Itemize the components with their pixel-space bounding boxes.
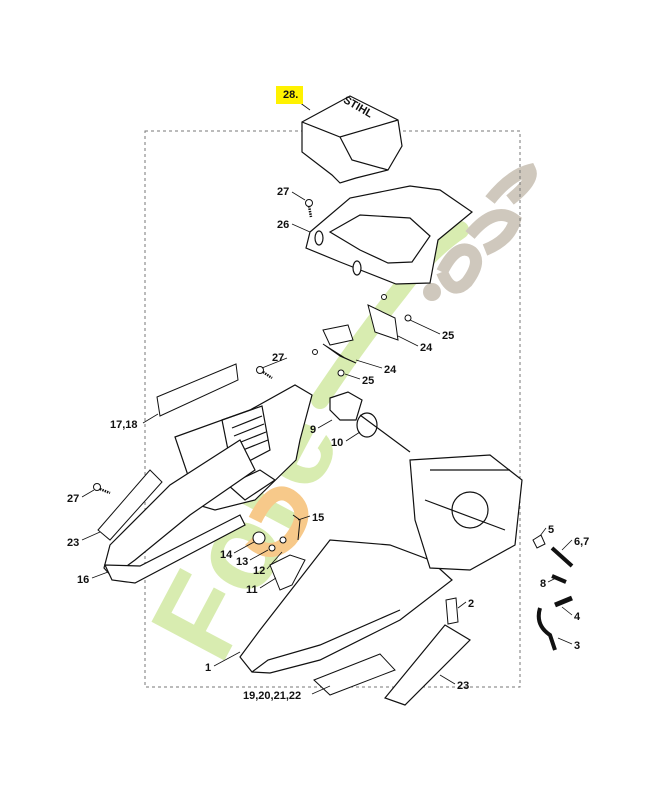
leader-lines: [81, 101, 573, 695]
part-3-8-small-parts: [532, 534, 574, 651]
callout-26[interactable]: 26: [277, 219, 290, 231]
callout-17-18[interactable]: 17,18: [110, 419, 138, 431]
part-1-housing: [239, 539, 453, 674]
part-19-22-rating-plate: [313, 653, 396, 696]
callout-15[interactable]: 15: [312, 512, 325, 524]
callout-6-7[interactable]: 6,7: [574, 536, 590, 548]
watermark-green-swoosh: [311, 221, 469, 409]
callout-2[interactable]: 2: [468, 598, 475, 610]
callout-27[interactable]: 27: [272, 352, 285, 364]
part-11-15-trigger: [252, 514, 306, 591]
callout-23[interactable]: 23: [67, 537, 80, 549]
callout-8[interactable]: 8: [540, 578, 547, 590]
part-23-cover-strip-right: [383, 624, 471, 706]
callout-11[interactable]: 11: [246, 584, 258, 596]
callout-25[interactable]: 25: [362, 375, 375, 387]
callout-14[interactable]: 14: [220, 549, 233, 561]
part-9-switch: [329, 391, 411, 453]
callout-24[interactable]: 24: [384, 364, 397, 376]
callout-27[interactable]: 27: [67, 493, 80, 505]
part-17-18-label: [156, 363, 239, 417]
callout-5[interactable]: 5: [548, 524, 555, 536]
callout-10[interactable]: 10: [331, 437, 344, 449]
callout-28-highlighted[interactable]: 28.: [276, 86, 304, 104]
part-16-rear-handle: [103, 439, 256, 584]
part-28-cover: STIHL: [301, 94, 403, 184]
callout-13[interactable]: 13: [236, 556, 249, 568]
callout-label: 28: [283, 89, 296, 101]
callout-1[interactable]: 1: [205, 662, 212, 674]
callout-4[interactable]: 4: [574, 611, 581, 623]
part-gear-housing: [409, 454, 523, 571]
callout-23[interactable]: 23: [457, 680, 470, 692]
part-27-screws: [93, 199, 313, 495]
callout-27[interactable]: 27: [277, 186, 290, 198]
callout-19-20-21-22[interactable]: 19,20,21,22: [243, 690, 302, 702]
part-26-shroud: [305, 185, 473, 285]
callout-9[interactable]: 9: [310, 424, 317, 436]
callout-24[interactable]: 24: [420, 342, 433, 354]
callout-suffix: .: [295, 89, 299, 101]
part-2-plug: [445, 597, 459, 625]
part-24-25-brackets: [312, 294, 412, 377]
callout-3[interactable]: 3: [574, 640, 581, 652]
callout-16[interactable]: 16: [77, 574, 90, 586]
part-23-cover-strip-left: [97, 469, 163, 541]
assembly-boundary: [144, 130, 521, 688]
callout-25[interactable]: 25: [442, 330, 455, 342]
callout-12[interactable]: 12: [253, 565, 266, 577]
